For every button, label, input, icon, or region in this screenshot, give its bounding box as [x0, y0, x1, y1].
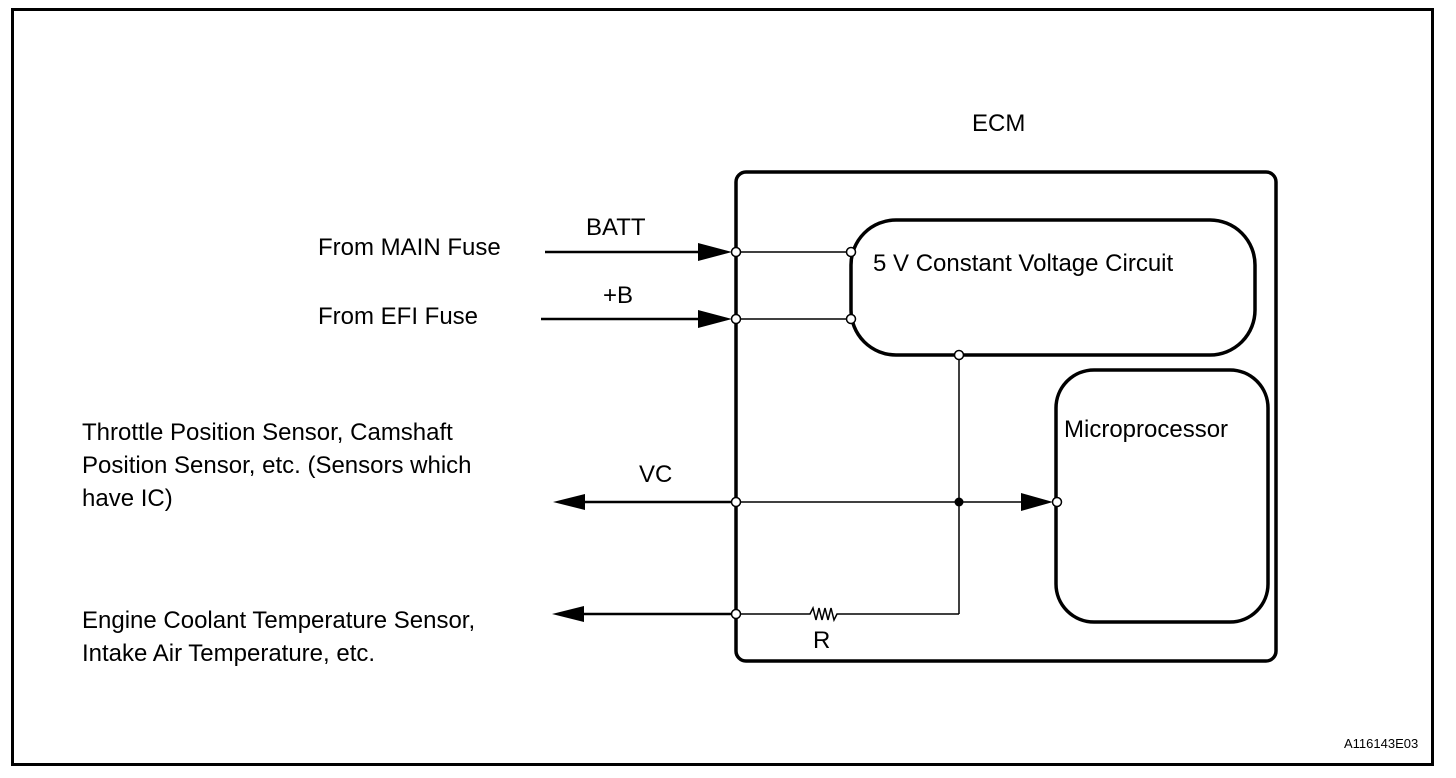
- ic-sensors-label-line3: have IC): [82, 485, 173, 512]
- resistor-terminal-node: [730, 608, 742, 620]
- microprocessor-box: [1054, 368, 1270, 624]
- constant-voltage-circuit-label: 5 V Constant Voltage Circuit: [873, 250, 1173, 277]
- efi-fuse-label: From EFI Fuse: [318, 303, 478, 330]
- ic-sensors-label-line2: Position Sensor, etc. (Sensors which: [82, 452, 472, 479]
- microprocessor-input-node: [1051, 496, 1063, 508]
- plus-b-terminal-node: [730, 313, 742, 325]
- ic-sensors-label-line1: Throttle Position Sensor, Camshaft: [82, 419, 453, 446]
- cvc-plus-b-node: [845, 313, 857, 325]
- figure-frame: [11, 8, 1434, 766]
- constant-voltage-circuit-box: [849, 218, 1257, 357]
- vc-junction-dot: [954, 497, 964, 507]
- plus-b-arrow-icon: [698, 310, 732, 328]
- main-fuse-label: From MAIN Fuse: [318, 234, 501, 261]
- cvc-batt-node: [845, 246, 857, 258]
- ecm-box: [734, 170, 1278, 663]
- vc-terminal-node: [730, 496, 742, 508]
- microprocessor-label: Microprocessor: [1064, 416, 1228, 443]
- thermistor-arrow-icon: [552, 606, 584, 622]
- batt-terminal-label: BATT: [586, 214, 646, 241]
- vc-terminal-label: VC: [639, 461, 672, 488]
- resistor-label: R: [813, 627, 830, 654]
- microprocessor-arrow-icon: [1021, 493, 1053, 511]
- thermistor-sensors-label-line2: Intake Air Temperature, etc.: [82, 640, 375, 667]
- resistor-symbol: [736, 605, 959, 623]
- vc-arrow-icon: [553, 494, 585, 510]
- cvc-output-node: [953, 349, 965, 361]
- ecm-label: ECM: [972, 110, 1025, 137]
- figure-id: A116143E03: [1344, 736, 1418, 751]
- batt-terminal-node: [730, 246, 742, 258]
- plus-b-terminal-label: +B: [603, 282, 633, 309]
- thermistor-sensors-label-line1: Engine Coolant Temperature Sensor,: [82, 607, 475, 634]
- batt-arrow-icon: [698, 243, 732, 261]
